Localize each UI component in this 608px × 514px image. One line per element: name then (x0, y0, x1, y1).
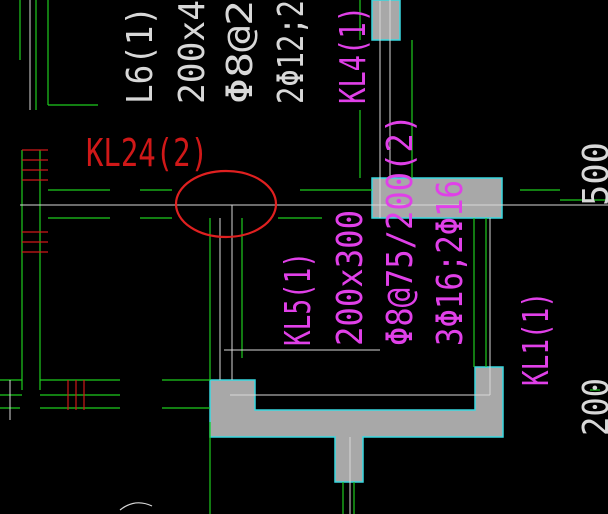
label-kl1: KL1(1) (516, 292, 557, 386)
column-top-right (371, 177, 503, 219)
label-l6-stirrup: Φ8@2 (220, 0, 261, 104)
l6-label-group: L6(1) 200x4 Φ8@2 2Φ12;2 (120, 0, 312, 104)
column-top (371, 0, 401, 41)
label-l6-name: L6(1) (120, 6, 161, 104)
kl5-label-group: KL5(1) 200x300 Φ8@75/200(2) 3Φ16;2Φ16 (278, 114, 471, 346)
label-kl5-name: KL5(1) (278, 252, 319, 346)
label-kl5-rebar: 3Φ16;2Φ16 (430, 180, 471, 346)
label-kl4: KL4(1) (333, 6, 374, 104)
annotation-circle (174, 169, 278, 239)
label-l6-rebar: 2Φ12;2 (271, 0, 312, 104)
dimension-bottom: 200 (576, 378, 608, 436)
white-lines (9, 0, 608, 514)
column-fills (209, 0, 504, 483)
label-kl24: KL24(2) (86, 131, 208, 175)
label-kl5-size: 200x300 (330, 210, 371, 346)
label-kl5-stirrup: Φ8@75/200(2) (380, 114, 421, 346)
label-l6-size: 200x4 (172, 0, 213, 104)
partial-glyph (119, 502, 153, 511)
red-hatch (22, 149, 85, 410)
dimension-top: 500 (576, 142, 608, 206)
wall-bottom-u (209, 366, 504, 483)
